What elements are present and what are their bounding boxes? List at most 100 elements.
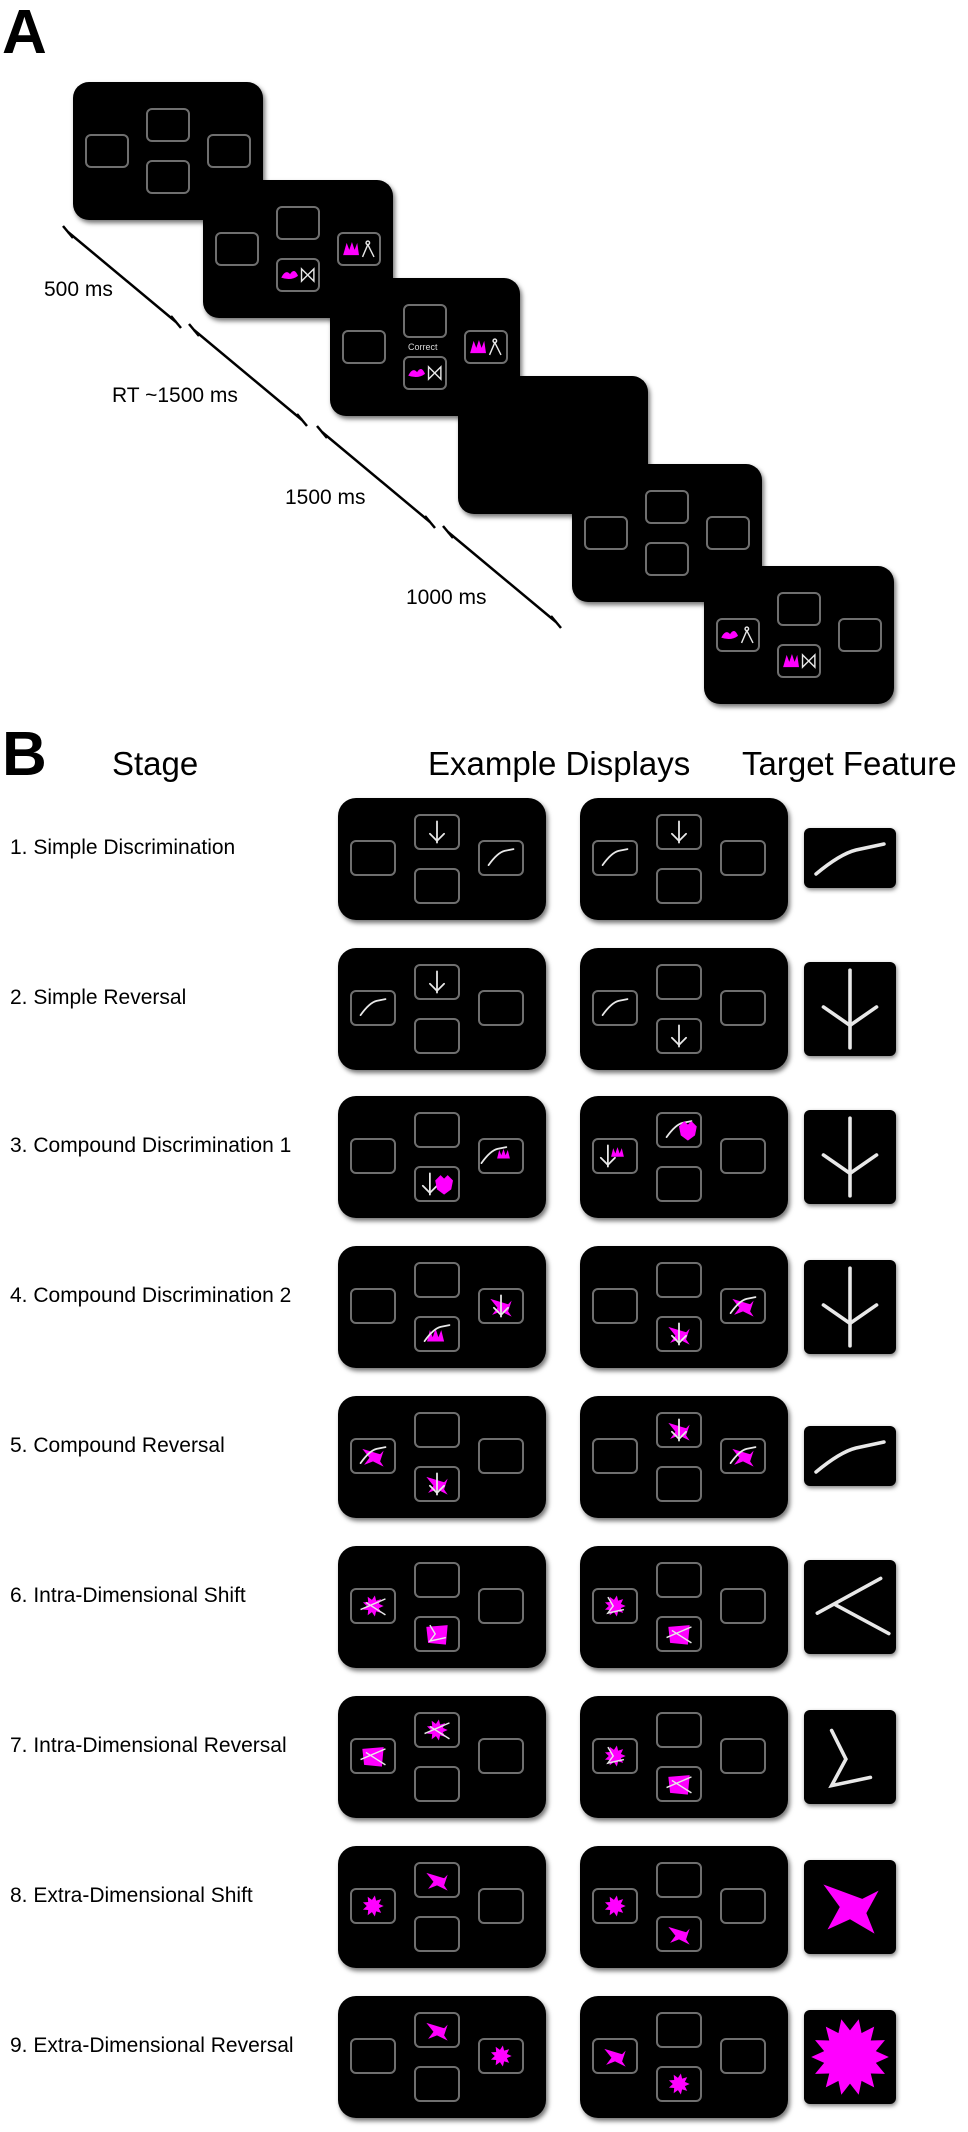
- stimulus-icon: [490, 1294, 512, 1318]
- timing-label-1: 500 ms: [44, 278, 113, 301]
- stimulus-slot-top: [656, 964, 702, 1000]
- stage-label-4: 4. Compound Discrimination 2: [10, 1284, 292, 1307]
- target-feature-icon: [821, 1266, 879, 1348]
- stage-label-6: 6. Intra-Dimensional Shift: [10, 1584, 246, 1607]
- stimulus-icon: [362, 1895, 384, 1917]
- stimulus-slot-top: [414, 1562, 460, 1598]
- example-display-9-a: [338, 1996, 546, 2118]
- stage-label-8: 8. Extra-Dimensional Shift: [10, 1884, 253, 1907]
- stimulus-slot-right: [720, 840, 766, 876]
- stimulus-slot-top: [656, 1412, 702, 1448]
- stimulus-slot-top: [656, 1262, 702, 1298]
- stimulus-icon: [601, 848, 629, 866]
- example-display-3-a: [338, 1096, 546, 1218]
- stimulus-icon: [360, 1747, 386, 1767]
- stimulus-slot-top: [414, 1412, 460, 1448]
- example-display-2-b: [580, 948, 788, 1070]
- example-display-8-a: [338, 1846, 546, 1968]
- target-feature-9: [804, 2010, 896, 2104]
- stimulus-slot-bottom: [414, 1018, 460, 1054]
- stimulus-slot-left: [592, 1588, 638, 1624]
- target-feature-2: [804, 962, 896, 1056]
- stimulus-slot-top: [414, 1712, 460, 1748]
- stimulus-slot-bottom: [414, 1316, 460, 1352]
- stimulus-icon: [429, 820, 446, 844]
- stimulus-icon: [426, 1624, 448, 1645]
- stimulus-slot-left: [350, 1438, 396, 1474]
- stimulus-slot-left: [350, 840, 396, 876]
- stimulus-slot-right: [720, 990, 766, 1026]
- stimulus-icon: [668, 1418, 690, 1442]
- stimulus-slot-bottom: [414, 2066, 460, 2102]
- stimulus-icon: [426, 1472, 448, 1496]
- stage-label-1: 1. Simple Discrimination: [10, 836, 236, 859]
- stimulus-slot-bottom: [276, 258, 320, 292]
- stimulus-icon: [668, 1322, 690, 1346]
- compound-stimulus-icon: [343, 240, 375, 258]
- stimulus-slot-left: [592, 1738, 638, 1774]
- target-feature-5: [804, 1426, 896, 1486]
- stimulus-slot-right: [478, 1588, 524, 1624]
- stimulus-icon: [671, 820, 687, 844]
- target-feature-1: [804, 828, 896, 888]
- stimulus-slot-right: [478, 1438, 524, 1474]
- stimulus-slot-top: [414, 1262, 460, 1298]
- panel-b-label: B: [2, 720, 47, 789]
- stimulus-icon: [429, 970, 446, 994]
- timing-label-4: 1000 ms: [406, 586, 487, 609]
- example-display-7-a: [338, 1696, 546, 1818]
- stimulus-slot-left: [584, 516, 628, 550]
- stimulus-slot-bottom: [656, 2066, 702, 2102]
- stimulus-icon: [423, 1324, 451, 1342]
- example-display-6-a: [338, 1546, 546, 1668]
- stimulus-slot-left: [215, 232, 259, 266]
- target-feature-icon: [814, 842, 886, 876]
- stimulus-icon: [671, 1024, 687, 1048]
- timing-label-2: RT ~1500 ms: [112, 384, 238, 407]
- stimulus-icon: [359, 1446, 387, 1467]
- stimulus-slot-top: [656, 1862, 702, 1898]
- header-target-feature: Target Feature: [742, 745, 957, 782]
- stimulus-slot-left: [350, 990, 396, 1026]
- stimulus-slot-top: [414, 1862, 460, 1898]
- stimulus-slot-top: [656, 1562, 702, 1598]
- stimulus-slot-bottom: [414, 868, 460, 904]
- panel-a-label: A: [2, 0, 47, 67]
- stimulus-slot-bottom: [414, 1616, 460, 1652]
- stimulus-slot-left: [350, 1588, 396, 1624]
- stimulus-slot-right: [720, 1438, 766, 1474]
- compound-stimulus-icon: [281, 267, 315, 283]
- stimulus-icon: [421, 1172, 453, 1196]
- stimulus-slot-top: [777, 592, 821, 626]
- timeline-brackets: [62, 225, 562, 629]
- stimulus-slot-right: [478, 1738, 524, 1774]
- stimulus-slot-left: [592, 1138, 638, 1174]
- target-feature-icon: [814, 1440, 886, 1474]
- stimulus-slot-bottom: [645, 542, 689, 576]
- example-display-7-b: [580, 1696, 788, 1818]
- stimulus-icon: [601, 998, 629, 1016]
- stimulus-slot-bottom: [146, 160, 190, 194]
- header-example-displays: Example Displays: [428, 745, 691, 782]
- stimulus-icon: [665, 1120, 697, 1141]
- compound-stimulus-icon: [470, 338, 502, 356]
- stimulus-slot-bottom: [403, 356, 447, 390]
- stimulus-slot-bottom: [656, 1018, 702, 1054]
- example-display-3-b: [580, 1096, 788, 1218]
- stimulus-slot-top: [403, 304, 447, 338]
- stimulus-icon: [359, 998, 387, 1016]
- stimulus-slot-top: [656, 814, 702, 850]
- compound-stimulus-icon: [783, 653, 816, 669]
- stimulus-slot-left: [342, 330, 386, 364]
- stimulus-slot-left: [592, 1888, 638, 1924]
- stimulus-slot-right: [720, 2038, 766, 2074]
- stimulus-icon: [360, 1595, 386, 1617]
- stimulus-slot-left: [85, 134, 129, 168]
- stimulus-slot-left: [592, 2038, 638, 2074]
- stimulus-slot-right: [478, 1288, 524, 1324]
- target-feature-icon: [821, 1116, 879, 1198]
- example-display-9-b: [580, 1996, 788, 2118]
- stimulus-slot-left: [350, 1138, 396, 1174]
- stimulus-icon: [668, 1926, 690, 1945]
- stimulus-slot-right: [706, 516, 750, 550]
